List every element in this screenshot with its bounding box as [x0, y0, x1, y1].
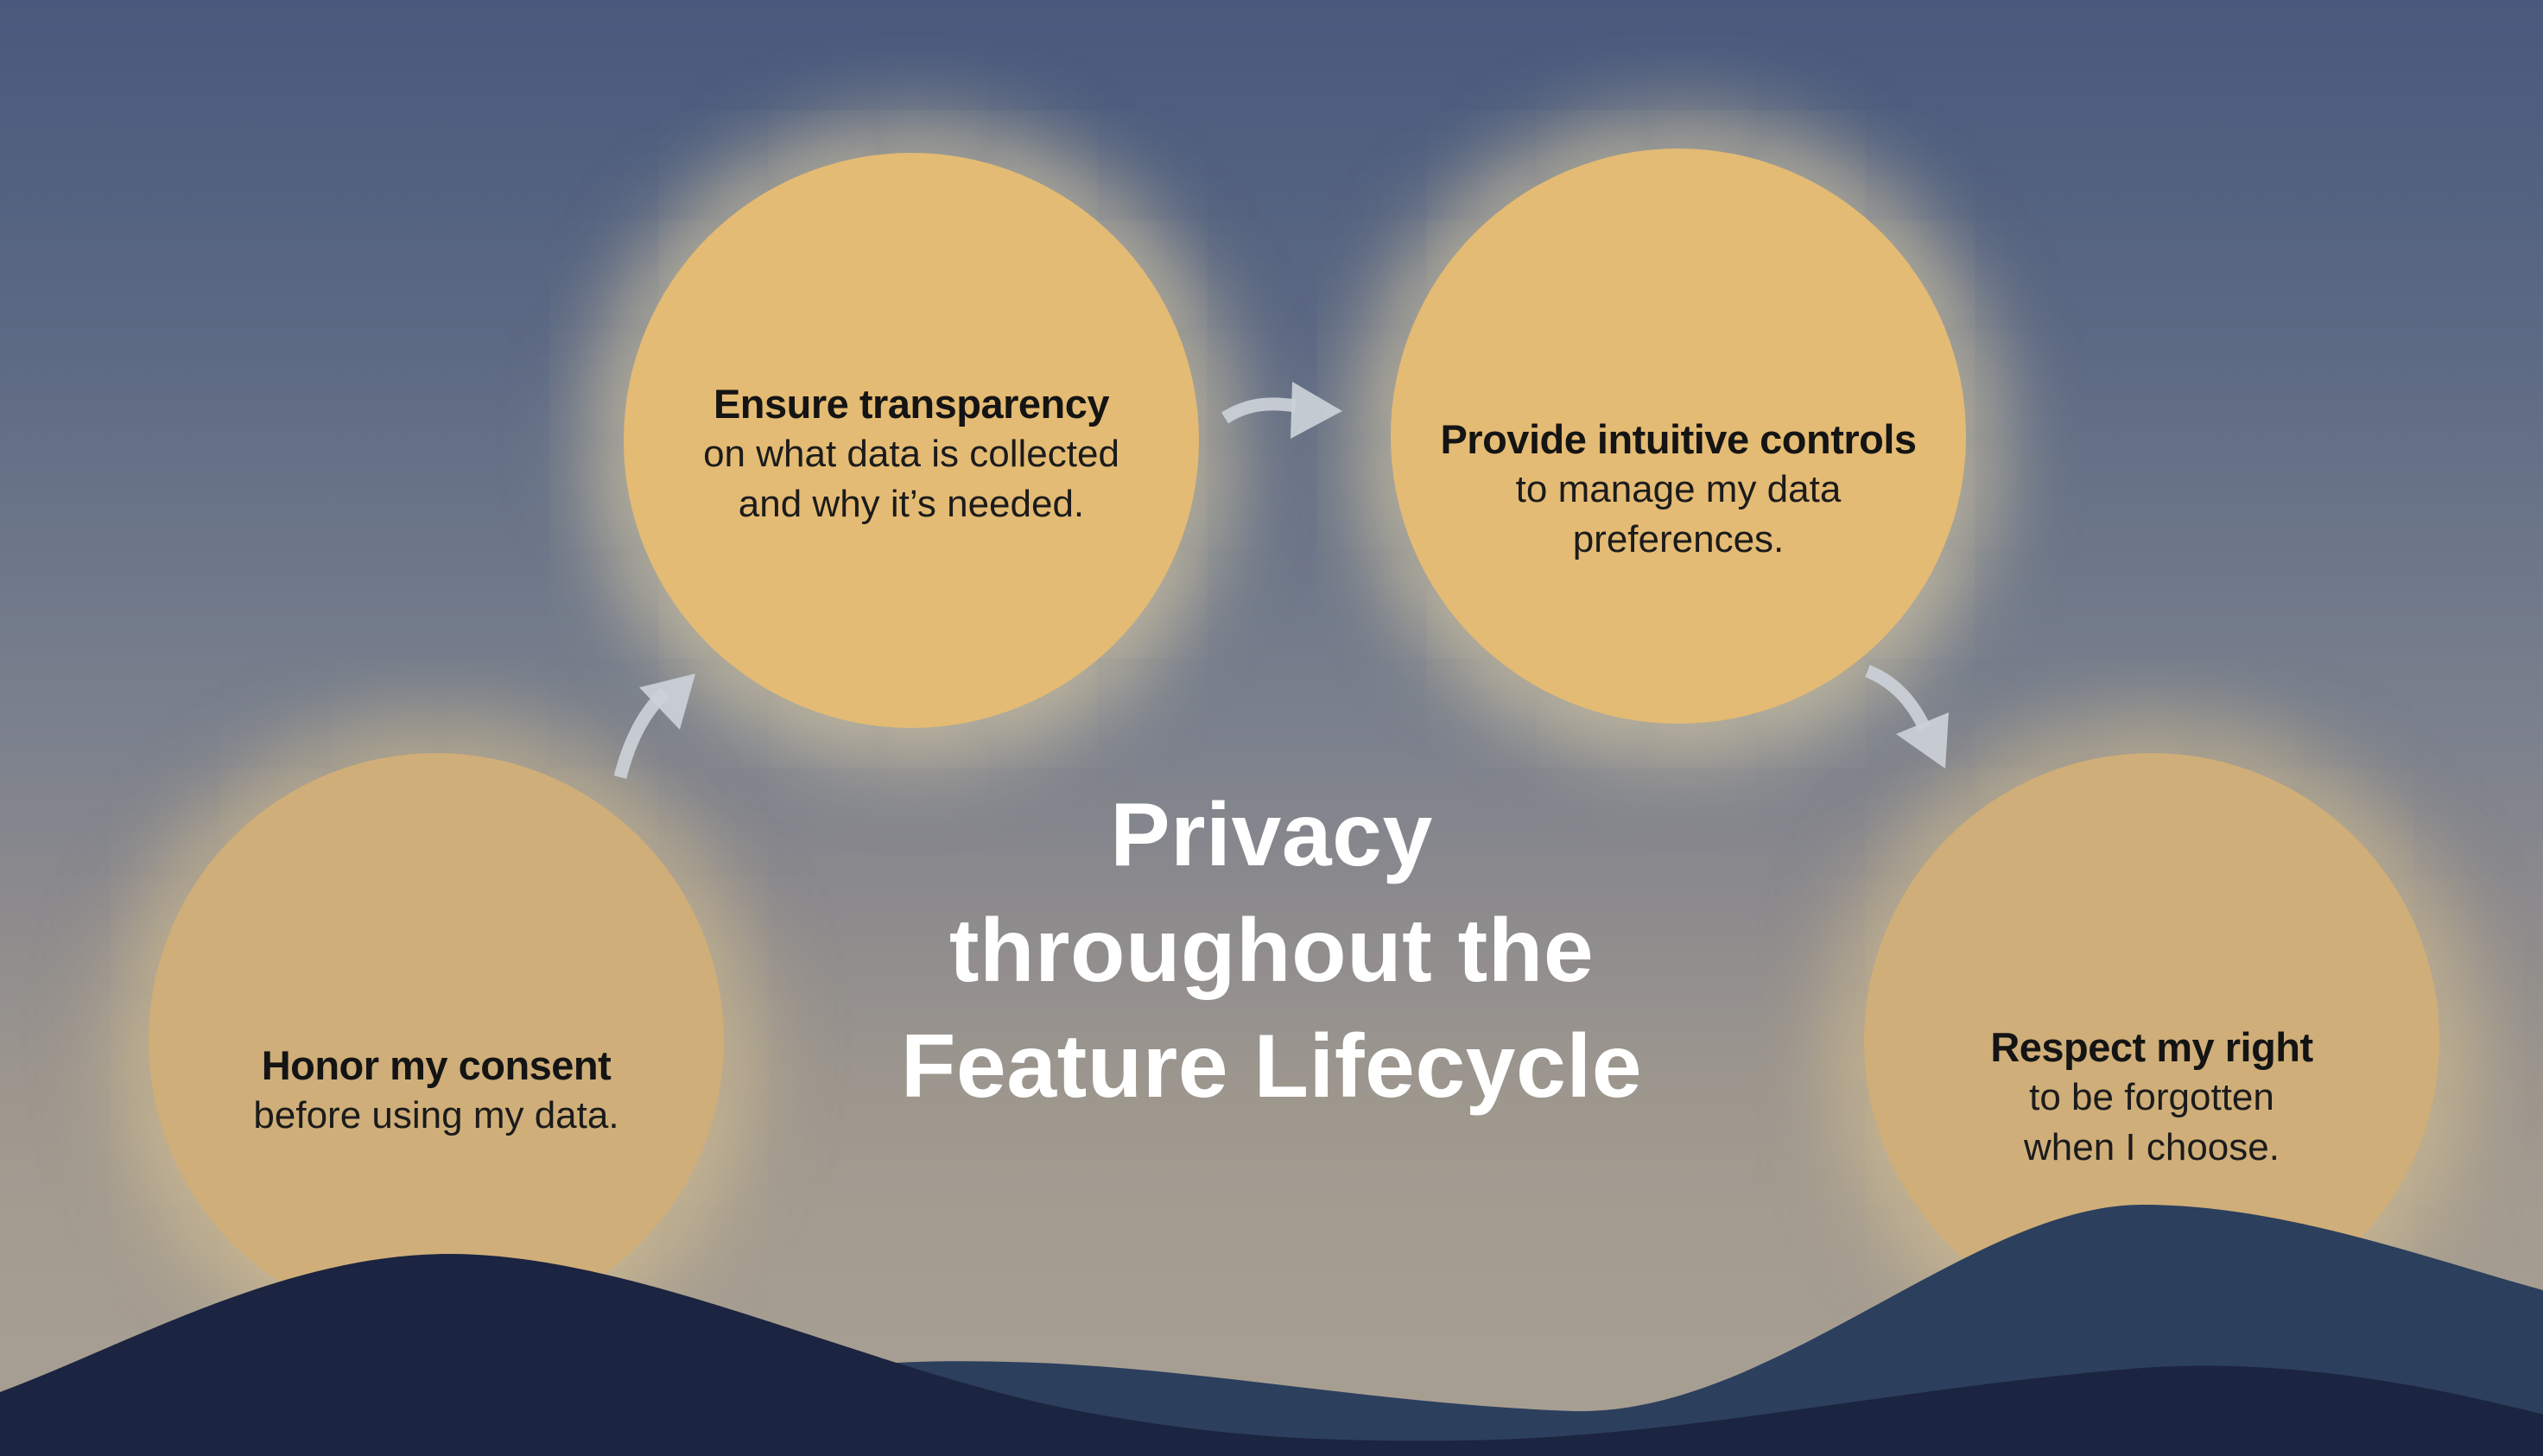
circle-intuitive-controls: Provide intuitive controls to manage my … [1391, 149, 1966, 724]
curved-arrow-down-right-icon [1865, 665, 1949, 769]
circle-body-line: to manage my data [1515, 468, 1842, 510]
title-line: Feature Lifecycle [900, 1016, 1643, 1117]
circle-body-line: preferences. [1572, 518, 1785, 560]
circle-body-line: and why it’s needed. [738, 483, 1085, 525]
circle-heading: Ensure transparency [713, 381, 1110, 427]
circle-heading: Provide intuitive controls [1440, 416, 1917, 462]
circle-honor-consent-text: Honor my consent before using my data. [253, 1041, 618, 1141]
page-title: Privacy throughout the Feature Lifecycle [796, 777, 1747, 1124]
title-line: Privacy [1110, 785, 1433, 885]
circle-right-forgotten-text: Respect my right to be forgotten when I … [1990, 1022, 2313, 1173]
circle-heading: Honor my consent [261, 1042, 612, 1088]
circle-ensure-transparency-text: Ensure transparency on what data is coll… [703, 379, 1119, 529]
circle-body-line: before using my data. [253, 1094, 619, 1136]
circle-intuitive-controls-text: Provide intuitive controls to manage my … [1440, 415, 1917, 565]
circle-body-line: when I choose. [2024, 1126, 2280, 1168]
circle-honor-consent: Honor my consent before using my data. [149, 753, 724, 1328]
curved-arrow-up-right-icon [613, 674, 695, 779]
curved-arrow-right-icon [1221, 382, 1342, 439]
circle-body-line: on what data is collected [703, 433, 1119, 475]
circle-body-line: to be forgotten [2029, 1076, 2274, 1118]
circle-heading: Respect my right [1990, 1024, 2313, 1070]
front-wave-shape [0, 1254, 2543, 1456]
circle-ensure-transparency: Ensure transparency on what data is coll… [624, 153, 1199, 728]
hills-waves-illustration [0, 1205, 2543, 1456]
circle-right-forgotten: Respect my right to be forgotten when I … [1864, 753, 2439, 1328]
title-line: throughout the [948, 901, 1595, 1001]
